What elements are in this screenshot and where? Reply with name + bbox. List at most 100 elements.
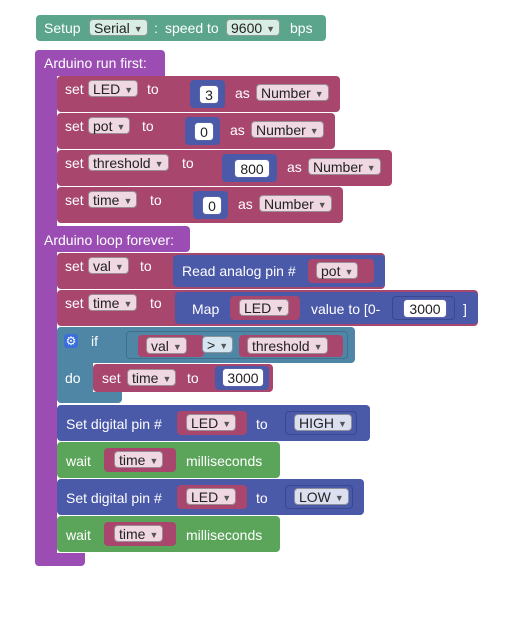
val-var-dropdown[interactable]: val▼ (88, 257, 129, 274)
threshold-number-block[interactable]: 800 (222, 154, 277, 182)
map-block[interactable]: Map LED▼ value to [0- 3000 ] (175, 292, 478, 324)
led-number-block[interactable]: 3 (190, 80, 225, 108)
pot-value-field[interactable]: 0 (194, 122, 214, 141)
digital-write-high-block[interactable]: Set digital pin # LED▼ to HIGH▼ (57, 405, 370, 441)
digital-pin-label: Set digital pin # (66, 416, 162, 432)
bps-label: bps (290, 20, 313, 36)
read-analog-block[interactable]: Read analog pin # pot▼ (173, 255, 385, 287)
led-pin-dropdown[interactable]: LED▼ (186, 488, 237, 505)
map-max-block[interactable]: 3000 (392, 296, 455, 320)
value-to-label: value to [0- (311, 301, 381, 317)
if-block-bottom (57, 392, 122, 403)
set-time-map-block[interactable]: set time▼ to Map LED▼ value to [0- 3000 … (57, 290, 478, 326)
compare-block[interactable]: val▼ >▼ threshold▼ (126, 331, 348, 359)
wait-block-2[interactable]: wait time▼ milliseconds (57, 516, 280, 552)
serial-dropdown[interactable]: Serial▼ (89, 19, 148, 36)
to-label: to (150, 295, 162, 311)
val-operand-block[interactable]: val▼ (138, 335, 204, 357)
threshold-operand-dropdown[interactable]: threshold▼ (247, 337, 328, 354)
wait-block-1[interactable]: wait time▼ milliseconds (57, 442, 280, 478)
wait-time-dropdown[interactable]: time▼ (114, 451, 164, 468)
do-number-block[interactable]: 3000 (215, 366, 269, 390)
led-source-block[interactable]: LED▼ (230, 296, 300, 320)
set-label: set (65, 155, 84, 171)
pot-number-block[interactable]: 0 (185, 117, 220, 145)
time-type-dropdown[interactable]: Number▼ (259, 195, 332, 212)
to-label: to (256, 416, 268, 432)
as-label: as (235, 85, 250, 101)
led-pin-block[interactable]: LED▼ (177, 485, 247, 509)
gear-icon[interactable]: ⚙ (64, 334, 78, 348)
low-state-dropdown[interactable]: LOW▼ (294, 488, 349, 505)
led-source-dropdown[interactable]: LED▼ (239, 299, 290, 316)
set-pot-block[interactable]: set pot▼ to 0 as Number▼ (57, 113, 335, 149)
threshold-operand-block[interactable]: threshold▼ (239, 335, 343, 357)
to-label: to (150, 192, 162, 208)
high-state-dropdown[interactable]: HIGH▼ (294, 414, 352, 431)
pot-var-block[interactable]: pot▼ (308, 259, 374, 283)
set-label: set (65, 118, 84, 134)
loop-forever-header: Arduino loop forever: (44, 232, 174, 248)
to-label: to (147, 81, 159, 97)
as-label: as (238, 196, 253, 212)
set-label: set (102, 370, 121, 386)
setup-label: Setup (44, 20, 81, 36)
time-var-dropdown[interactable]: time▼ (88, 191, 138, 208)
speed-label: speed to (165, 20, 219, 36)
threshold-value-field[interactable]: 800 (234, 159, 270, 178)
set-threshold-block[interactable]: set threshold▼ to 800 as Number▼ (57, 150, 392, 186)
low-state-block[interactable]: LOW▼ (285, 485, 353, 509)
milliseconds-label: milliseconds (186, 527, 263, 543)
pot-var-dropdown[interactable]: pot▼ (88, 117, 131, 134)
wait-label: wait (66, 527, 91, 543)
wait-var-block[interactable]: time▼ (104, 522, 176, 546)
wait-time-dropdown[interactable]: time▼ (114, 525, 164, 542)
high-state-block[interactable]: HIGH▼ (285, 411, 357, 435)
set-time-block[interactable]: set time▼ to 0 as Number▼ (57, 187, 343, 223)
led-value-field[interactable]: 3 (199, 85, 219, 104)
set-label: set (65, 192, 84, 208)
digital-pin-label: Set digital pin # (66, 490, 162, 506)
arduino-main-spine (35, 50, 57, 566)
wait-var-block[interactable]: time▼ (104, 448, 176, 472)
map-close-bracket: ] (463, 301, 467, 317)
map-label: Map (192, 301, 220, 317)
digital-write-low-block[interactable]: Set digital pin # LED▼ to LOW▼ (57, 479, 364, 515)
as-label: as (230, 122, 245, 138)
set-val-block[interactable]: set val▼ to Read analog pin # pot▼ (57, 253, 385, 289)
time-var-dropdown[interactable]: time▼ (127, 369, 177, 386)
run-first-header: Arduino run first: (44, 55, 147, 71)
threshold-var-dropdown[interactable]: threshold▼ (88, 154, 169, 171)
time-number-block[interactable]: 0 (193, 191, 228, 219)
set-label: set (65, 295, 84, 311)
led-pin-dropdown[interactable]: LED▼ (186, 414, 237, 431)
led-var-dropdown[interactable]: LED▼ (88, 80, 139, 97)
time-value-field[interactable]: 0 (202, 196, 222, 215)
led-pin-block[interactable]: LED▼ (177, 411, 247, 435)
do-label: do (65, 370, 81, 386)
setup-serial-block[interactable]: Setup Serial▼ : speed to 9600▼ bps (36, 15, 326, 41)
time-var-dropdown[interactable]: time▼ (88, 294, 138, 311)
set-label: set (65, 258, 84, 274)
threshold-type-dropdown[interactable]: Number▼ (308, 158, 381, 175)
val-operand-dropdown[interactable]: val▼ (146, 337, 187, 354)
milliseconds-label: milliseconds (186, 453, 263, 469)
set-led-block[interactable]: set LED▼ to 3 as Number▼ (57, 76, 340, 112)
if-label: if (91, 333, 98, 349)
setup-colon: : (154, 20, 158, 36)
loop-header-bar (35, 226, 190, 252)
baud-dropdown[interactable]: 9600▼ (226, 19, 281, 36)
do-value-field[interactable]: 3000 (222, 368, 264, 387)
wait-label: wait (66, 453, 91, 469)
to-label: to (187, 370, 199, 386)
arduino-main-bottom (35, 553, 85, 566)
pot-pin-dropdown[interactable]: pot▼ (316, 262, 359, 279)
to-label: to (142, 118, 154, 134)
led-type-dropdown[interactable]: Number▼ (256, 84, 329, 101)
to-label: to (182, 155, 194, 171)
map-max-field[interactable]: 3000 (403, 299, 447, 318)
pot-type-dropdown[interactable]: Number▼ (251, 121, 324, 138)
as-label: as (287, 159, 302, 175)
do-set-time-block[interactable]: set time▼ to 3000 (93, 364, 273, 392)
operator-dropdown[interactable]: >▼ (202, 336, 234, 353)
